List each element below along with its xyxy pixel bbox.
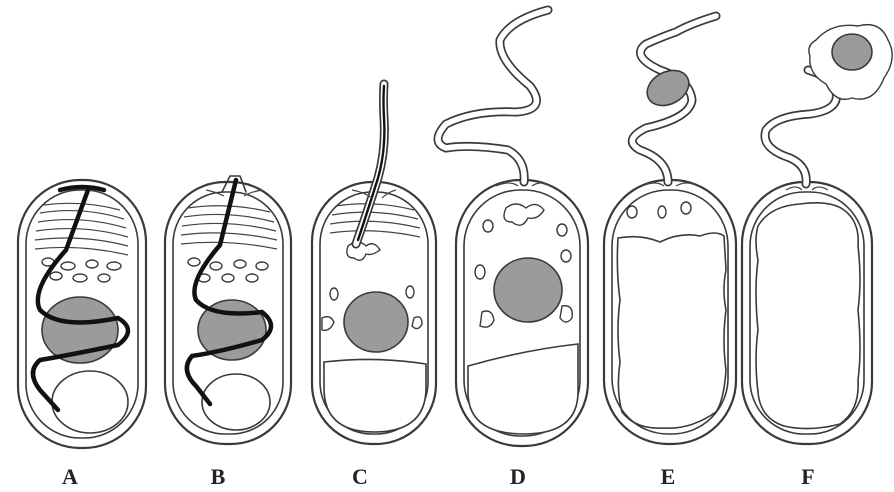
spore-f: F (742, 25, 892, 489)
spore-c: C (312, 84, 436, 489)
stage-label-b: B (211, 464, 226, 489)
spore-a-posterior-vacuole (52, 371, 128, 433)
stage-label-d: D (510, 464, 526, 489)
spore-e-wall-inner (612, 190, 728, 434)
spore-b: B (165, 176, 291, 489)
spore-c-posterior-vacuole (324, 359, 426, 432)
spore-c-nucleus (344, 292, 408, 352)
spore-d-polar-tube (438, 10, 548, 182)
spore-d: D (438, 10, 588, 489)
spore-f-sporoplasm-nucleus (832, 34, 872, 70)
spore-b-posterior-vacuole (202, 374, 270, 430)
spore-d-nucleus (494, 258, 562, 322)
stage-label-f: F (801, 464, 814, 489)
stage-label-a: A (62, 464, 78, 489)
stage-label-e: E (661, 464, 676, 489)
spore-a: A (18, 180, 146, 489)
stage-label-c: C (352, 464, 368, 489)
spore-e: E (604, 16, 736, 489)
spore-f-wall-inner (750, 192, 864, 434)
